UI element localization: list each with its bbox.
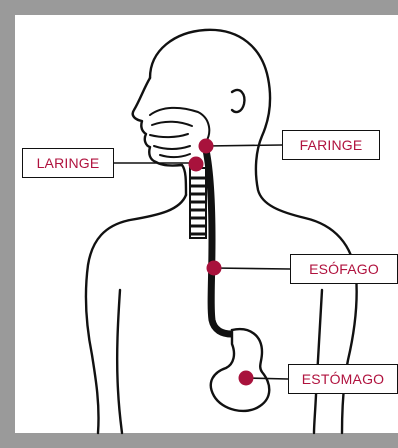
- label-faringe: FARINGE: [282, 130, 380, 160]
- label-esofago: ESÓFAGO: [290, 254, 398, 284]
- esofago-marker: [207, 261, 222, 276]
- stomach: [211, 329, 269, 411]
- faringe-marker: [199, 139, 214, 154]
- trachea: [190, 168, 206, 238]
- laringe-marker: [189, 157, 204, 172]
- label-estomago: ESTÓMAGO: [288, 364, 398, 394]
- esofago-connector: [214, 268, 290, 269]
- faringe-connector: [206, 145, 282, 146]
- estomago-marker: [239, 371, 254, 386]
- label-laringe: LARINGE: [22, 148, 114, 178]
- esophagus-tube: [206, 150, 232, 334]
